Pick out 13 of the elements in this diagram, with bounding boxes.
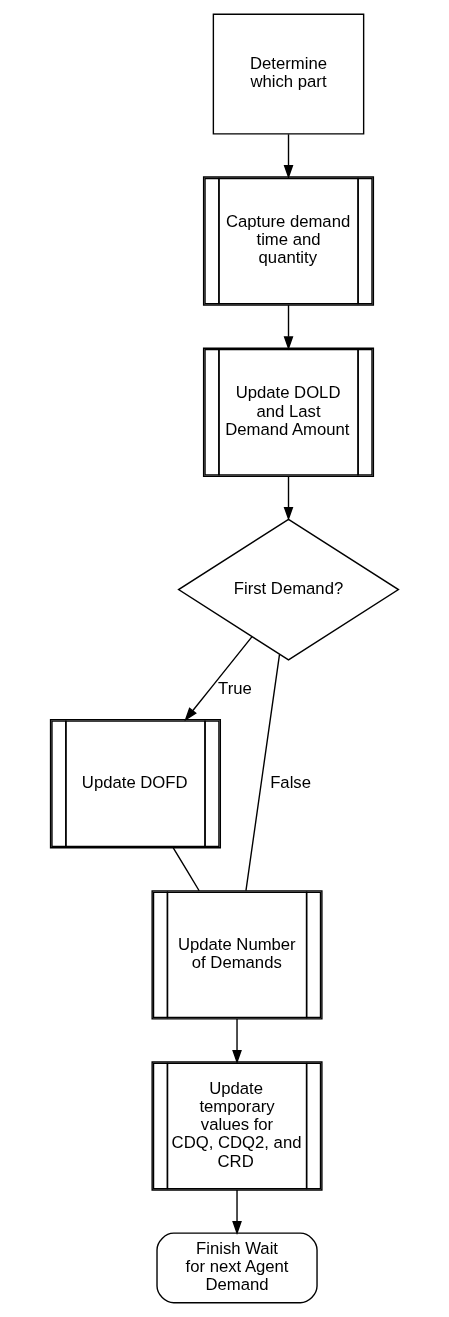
connector bbox=[172, 847, 200, 892]
arrow bbox=[283, 304, 294, 351]
connector bbox=[245, 653, 281, 892]
node-box: Finish Wait for next Agent Demand bbox=[156, 1232, 318, 1304]
arrow bbox=[283, 475, 294, 521]
edge-label: True bbox=[218, 679, 252, 699]
node-box: Determine which part bbox=[212, 13, 365, 135]
arrow bbox=[232, 1189, 242, 1235]
edge-label: False bbox=[270, 773, 311, 793]
node-diamond: First Demand? bbox=[177, 518, 400, 661]
arrow bbox=[184, 636, 253, 722]
arrow bbox=[232, 1018, 242, 1064]
arrow bbox=[283, 133, 294, 179]
